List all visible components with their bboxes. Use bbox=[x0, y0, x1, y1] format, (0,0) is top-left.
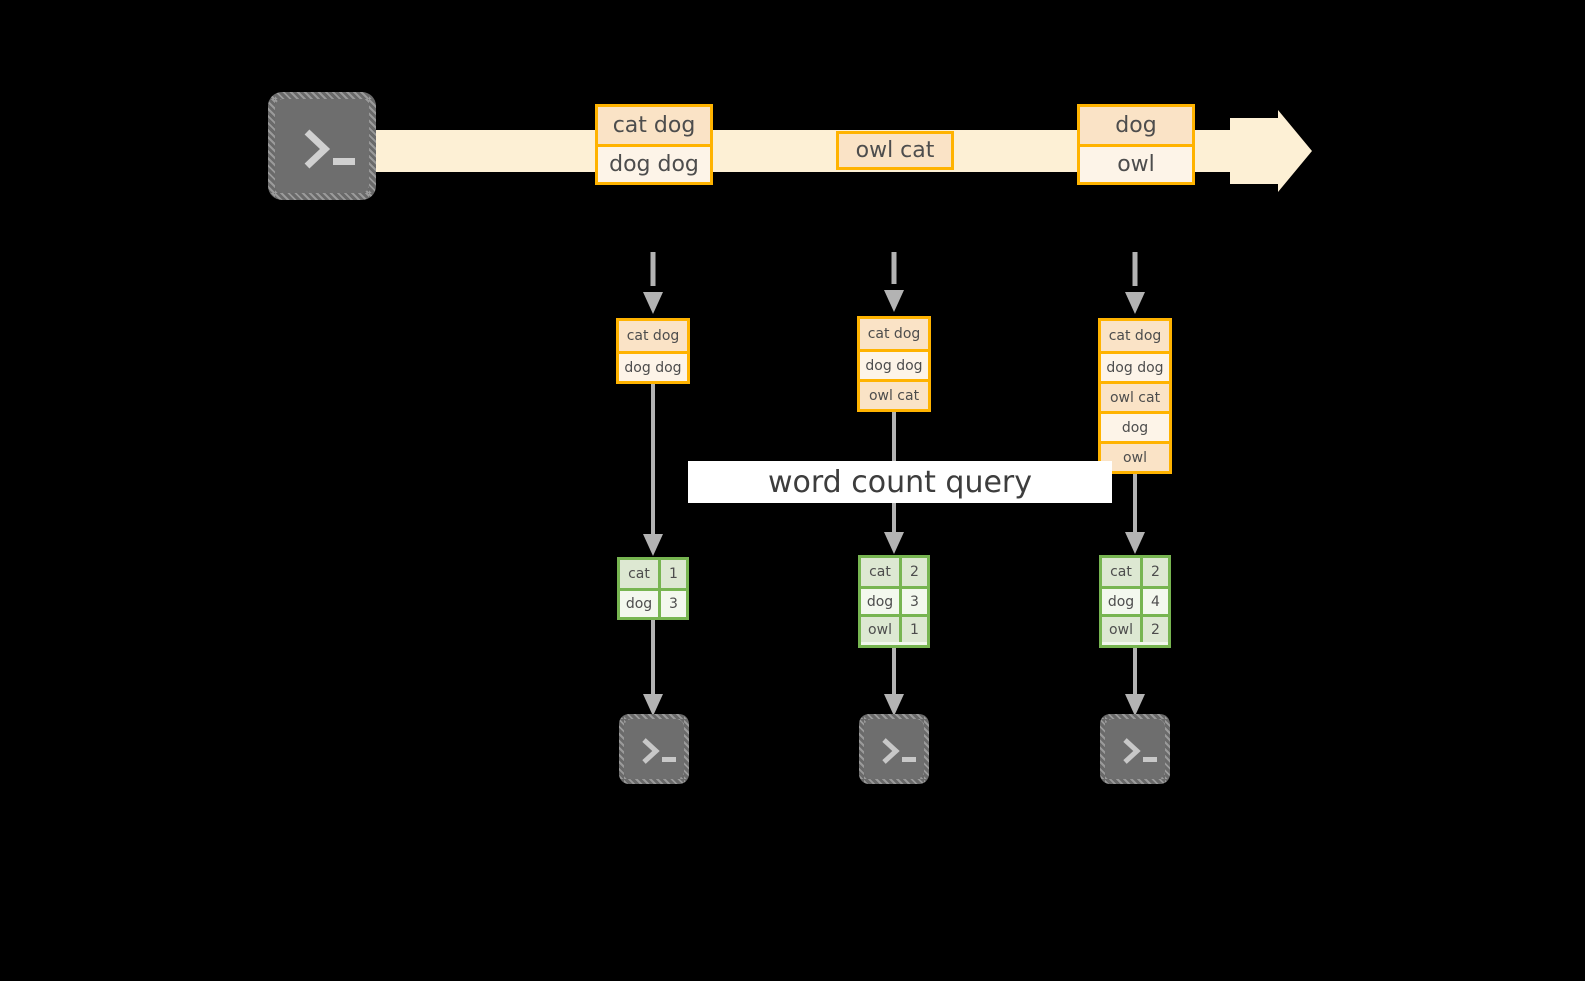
snapshot-3-input-line-0: cat dog bbox=[1101, 321, 1169, 351]
stream-event-2-line-0: owl cat bbox=[839, 134, 951, 167]
snapshot-3-word-0: cat bbox=[1102, 558, 1143, 586]
snapshot-3-count-1: 4 bbox=[1143, 589, 1168, 614]
snapshot-3-query-connector bbox=[1125, 474, 1145, 554]
snapshot-1-input-line-0: cat dog bbox=[619, 321, 687, 351]
stream-event-1[interactable]: cat dog dog dog bbox=[595, 104, 713, 185]
table-row: dog 4 bbox=[1102, 586, 1168, 614]
table-row: dog 3 bbox=[620, 588, 686, 617]
snapshot-2-sink-connector bbox=[884, 648, 904, 716]
snapshot-3-word-2: owl bbox=[1102, 617, 1143, 642]
snapshot-2-count-1: 3 bbox=[902, 589, 927, 614]
snapshot-2-input-line-2: owl cat bbox=[860, 379, 928, 409]
table-row: cat 1 bbox=[620, 560, 686, 588]
snapshot-3-count-2: 2 bbox=[1143, 617, 1168, 642]
terminal-prompt-glyph bbox=[304, 129, 355, 169]
snapshot-3-sink-connector bbox=[1125, 648, 1145, 716]
snapshot-2-input-box[interactable]: cat dog dog dog owl cat bbox=[857, 316, 931, 412]
snapshot-3-count-0: 2 bbox=[1143, 558, 1168, 586]
snapshot-2-result-table[interactable]: cat 2 dog 3 owl 1 bbox=[858, 555, 930, 648]
stream-event-3-line-1: owl bbox=[1080, 144, 1192, 182]
stream-event-1-line-0: cat dog bbox=[598, 107, 710, 144]
snapshot-2-sink-terminal-icon bbox=[859, 714, 929, 784]
snapshot-2-word-0: cat bbox=[861, 558, 902, 586]
snapshot-1-query-connector bbox=[643, 384, 663, 556]
terminal-prompt-glyph bbox=[1123, 738, 1157, 764]
snapshot-1-count-0: 1 bbox=[661, 560, 686, 588]
snapshot-1-count-1: 3 bbox=[661, 591, 686, 617]
snapshot-1-result-table[interactable]: cat 1 dog 3 bbox=[617, 557, 689, 620]
stream-event-1-line-1: dog dog bbox=[598, 144, 710, 182]
snapshot-3-input-box[interactable]: cat dog dog dog owl cat dog owl bbox=[1098, 318, 1172, 474]
snapshot-2-dashed-connector bbox=[884, 252, 904, 312]
snapshot-2-word-1: dog bbox=[861, 589, 902, 614]
table-row: owl 1 bbox=[861, 614, 927, 642]
terminal-prompt-glyph bbox=[642, 738, 676, 764]
snapshot-1-sink-connector bbox=[643, 620, 663, 716]
snapshot-3-input-line-3: dog bbox=[1101, 411, 1169, 441]
snapshot-2-count-0: 2 bbox=[902, 558, 927, 586]
snapshot-3-sink-terminal-icon bbox=[1100, 714, 1170, 784]
stream-event-3-line-0: dog bbox=[1080, 107, 1192, 144]
snapshot-1-word-1: dog bbox=[620, 591, 661, 617]
stream-event-2[interactable]: owl cat bbox=[836, 131, 954, 170]
table-row: cat 2 bbox=[1102, 558, 1168, 586]
stream-event-3[interactable]: dog owl bbox=[1077, 104, 1195, 185]
snapshot-1-input-box[interactable]: cat dog dog dog bbox=[616, 318, 690, 384]
snapshot-1-dashed-connector bbox=[643, 252, 663, 314]
snapshot-2-input-line-1: dog dog bbox=[860, 349, 928, 379]
stream-arrowhead-icon bbox=[1230, 110, 1312, 192]
query-label: word count query bbox=[688, 461, 1112, 503]
table-row: cat 2 bbox=[861, 558, 927, 586]
snapshot-3-input-line-4: owl bbox=[1101, 441, 1169, 471]
snapshot-1-input-line-1: dog dog bbox=[619, 351, 687, 381]
snapshot-3-input-line-1: dog dog bbox=[1101, 351, 1169, 381]
table-row: dog 3 bbox=[861, 586, 927, 614]
snapshot-3-result-table[interactable]: cat 2 dog 4 owl 2 bbox=[1099, 555, 1171, 648]
snapshot-3-word-1: dog bbox=[1102, 589, 1143, 614]
terminal-prompt-glyph bbox=[882, 738, 916, 764]
snapshot-2-count-2: 1 bbox=[902, 617, 927, 642]
table-row: owl 2 bbox=[1102, 614, 1168, 642]
snapshot-1-sink-terminal-icon bbox=[619, 714, 689, 784]
snapshot-2-word-2: owl bbox=[861, 617, 902, 642]
snapshot-1-word-0: cat bbox=[620, 560, 661, 588]
snapshot-3-input-line-2: owl cat bbox=[1101, 381, 1169, 411]
snapshot-3-dashed-connector bbox=[1125, 252, 1145, 314]
source-terminal-icon bbox=[268, 92, 376, 200]
snapshot-2-input-line-0: cat dog bbox=[860, 319, 928, 349]
